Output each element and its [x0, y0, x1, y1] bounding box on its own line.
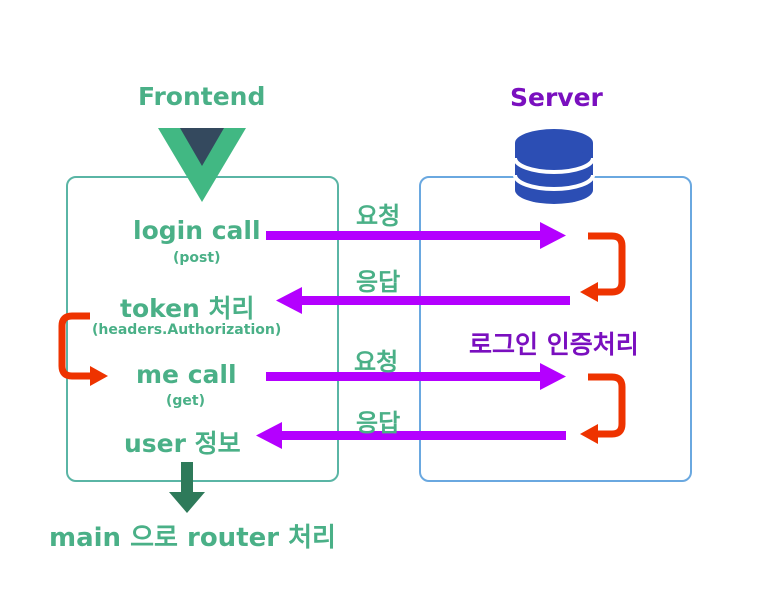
request-label-1: 요청	[356, 202, 401, 230]
response-label-2: 응답	[356, 409, 401, 437]
login-method-label: (post)	[173, 250, 221, 266]
auth-label: 로그인 인증처리	[469, 330, 639, 359]
server-title: Server	[510, 83, 603, 112]
arrow-request-2	[266, 363, 566, 390]
login-call-label: login call	[133, 216, 261, 245]
response-label-1: 응답	[356, 268, 401, 296]
frontend-loop-arrow	[58, 312, 108, 386]
token-detail-label: (headers.Authorization)	[92, 322, 282, 338]
me-method-label: (get)	[166, 393, 206, 409]
arrow-response-1	[276, 287, 570, 314]
vue-logo-icon	[158, 128, 246, 202]
request-label-2: 요청	[354, 348, 399, 376]
me-call-label: me call	[136, 360, 237, 389]
arrow-response-2	[256, 422, 566, 449]
user-info-label: user 정보	[124, 429, 241, 458]
frontend-title: Frontend	[138, 82, 266, 111]
down-arrow-icon	[169, 462, 205, 513]
router-label: main 으로 router 처리	[49, 523, 336, 553]
server-loop-arrow-1	[580, 232, 626, 302]
arrow-request-1	[266, 222, 566, 249]
server-loop-arrow-2	[580, 373, 626, 444]
database-icon	[513, 129, 595, 204]
token-label: token 처리	[120, 294, 255, 323]
